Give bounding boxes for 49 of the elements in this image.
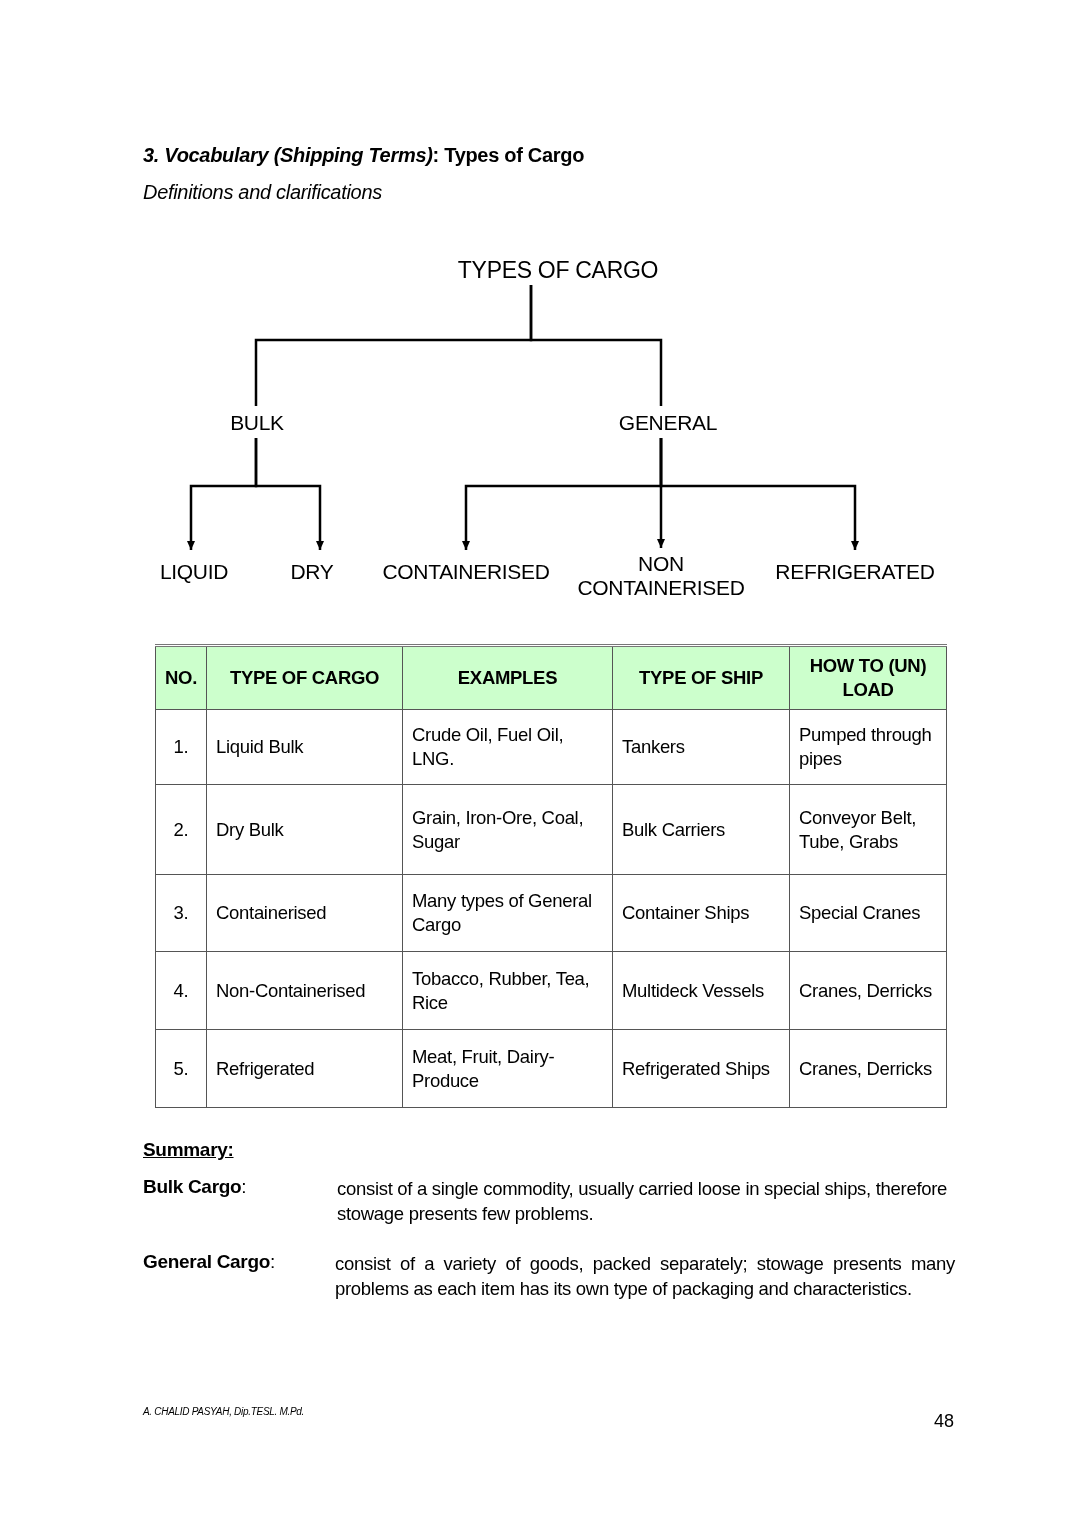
category-label: BULK [217,408,297,438]
category-label: REFRIGERATED [772,552,938,592]
table-cell: Pumped through pipes [789,709,947,785]
table-header-cell: NO. [155,645,207,710]
table-cell: 1. [155,709,207,785]
table-header-cell: HOW TO (UN) LOAD [789,645,947,710]
table-header-cell: TYPE OF CARGO [206,645,403,710]
table-cell: 5. [155,1029,207,1108]
table-cell: Liquid Bulk [206,709,403,785]
connector-line [529,285,663,406]
table-cell: Many types of General Cargo [402,874,613,952]
table-cell: Conveyor Belt, Tube, Grabs [789,784,947,875]
table-cell: Cranes, Derricks [789,1029,947,1108]
table-cell: Refrigerated [206,1029,403,1108]
table-cell: Special Cranes [789,874,947,952]
page-subtitle: Definitions and clarifications [143,181,382,204]
table-cell: Containerised [206,874,403,952]
category-label: LIQUID [154,552,234,592]
table-header-cell: EXAMPLES [402,645,613,710]
category-label: TYPES OF CARGO [418,255,698,285]
author-credit: A. CHALID PASYAH, Dip.TESL. M.Pd. [143,1406,305,1417]
page-title: 3. Vocabulary (Shipping Terms): Types of Cargo [143,144,585,167]
table-cell: Tobacco, Rubber, Tea, Rice [402,951,613,1030]
definition-text: consist of a variety of goods, packed separately; stowage presents many problems as each item has its own type of packaging and characteristics. [335,1252,955,1301]
table-cell: 4. [155,951,207,1030]
table-cell: Tankers [612,709,790,785]
arrow [254,438,324,550]
table-cell: Multideck Vessels [612,951,790,1030]
table-cell: Bulk Carriers [612,784,790,875]
table-cell: Meat, Fruit, Dairy-Produce [402,1029,613,1108]
table-cell: 2. [155,784,207,875]
table-header-cell: TYPE OF SHIP [612,645,790,710]
table-cell: Dry Bulk [206,784,403,875]
table-cell: Crude Oil, Fuel Oil, LNG. [402,709,613,785]
page-number: 48 [934,1411,955,1432]
category-label: GENERAL [608,408,728,438]
arrow [659,438,859,550]
table-cell: Grain, Iron-Ore, Coal, Sugar [402,784,613,875]
section-heading: Summary: [143,1139,234,1161]
table-cell: Refrigerated Ships [612,1029,790,1108]
table-cell: 3. [155,874,207,952]
term-label: Bulk Cargo: [143,1176,247,1198]
table-cell: Container Ships [612,874,790,952]
definition-text: consist of a single commodity, usually carried loose in special ships, therefore stowage presents few problems. [337,1177,949,1226]
table-cell: Cranes, Derricks [789,951,947,1030]
category-label: NON CONTAINERISED [576,550,746,602]
table-cell: Non-Containerised [206,951,403,1030]
category-label: DRY [282,552,342,592]
term-label: General Cargo: [143,1251,276,1273]
